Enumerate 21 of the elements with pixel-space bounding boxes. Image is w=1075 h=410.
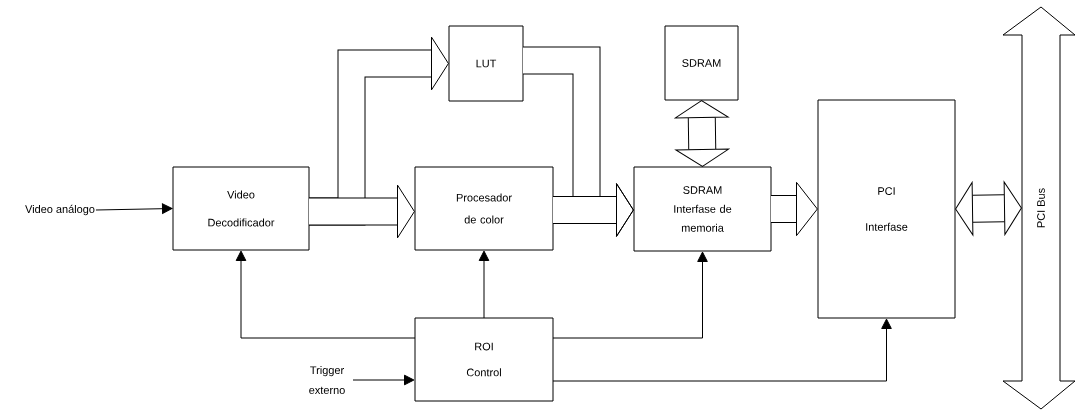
process-box: Procesador de color xyxy=(414,166,554,251)
process-box: SDRAM Interfase de memoria xyxy=(633,166,772,252)
process-box: SDRAM xyxy=(664,25,739,101)
block-arrow xyxy=(674,100,730,167)
input-label: Trigger externo xyxy=(309,366,345,394)
block-arrow xyxy=(309,184,415,239)
process-box: PCI Interfase xyxy=(817,99,956,319)
arrow xyxy=(478,250,490,319)
arrow xyxy=(552,251,708,339)
process-box: LUT xyxy=(448,25,524,102)
process-box: ROI Control xyxy=(414,317,554,402)
arrow xyxy=(95,203,173,214)
process-box: Video Decodificador xyxy=(172,166,310,251)
arrow xyxy=(352,374,415,386)
block-arrow xyxy=(955,181,1022,236)
bus-band: PCI Bus xyxy=(1002,6,1075,410)
arrow xyxy=(235,250,416,339)
block-arrow xyxy=(771,181,818,237)
block-arrow xyxy=(553,183,634,237)
input-label: Video análogo xyxy=(25,204,95,216)
arrow xyxy=(552,318,892,382)
